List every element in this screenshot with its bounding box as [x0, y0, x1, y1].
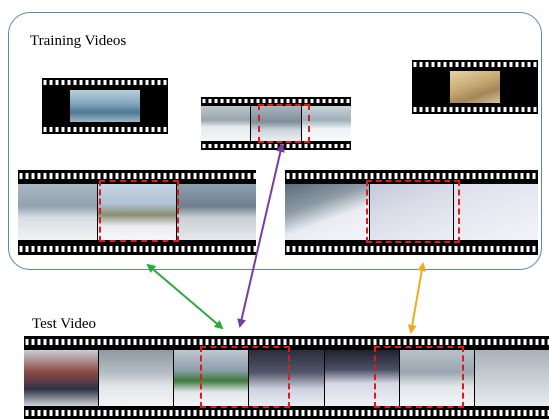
- training-clip-3-strip: [412, 60, 538, 114]
- training-clip-5-selection: [366, 180, 460, 243]
- training-clip-2-selection: [258, 104, 310, 143]
- ellipsis-right: ...: [147, 95, 159, 111]
- training-clip-1-strip: [42, 78, 168, 134]
- test-clip-selection-1: [200, 346, 290, 408]
- training-clip-5-strip: [285, 170, 538, 255]
- test-video-label: Test Video: [32, 316, 97, 332]
- purple-arrow: [237, 143, 285, 328]
- test-clip-selection-2: [374, 346, 464, 408]
- test-clip-strip: [24, 336, 549, 419]
- ellipsis-left-2: ...: [424, 77, 436, 93]
- ellipsis-right-2: ...: [513, 77, 525, 93]
- training-clip-4-selection: [99, 180, 179, 242]
- training-videos-label: Training Videos: [30, 33, 127, 49]
- ellipsis-left: ...: [53, 95, 65, 111]
- green-arrow: [146, 263, 224, 330]
- orange-arrow: [407, 262, 427, 334]
